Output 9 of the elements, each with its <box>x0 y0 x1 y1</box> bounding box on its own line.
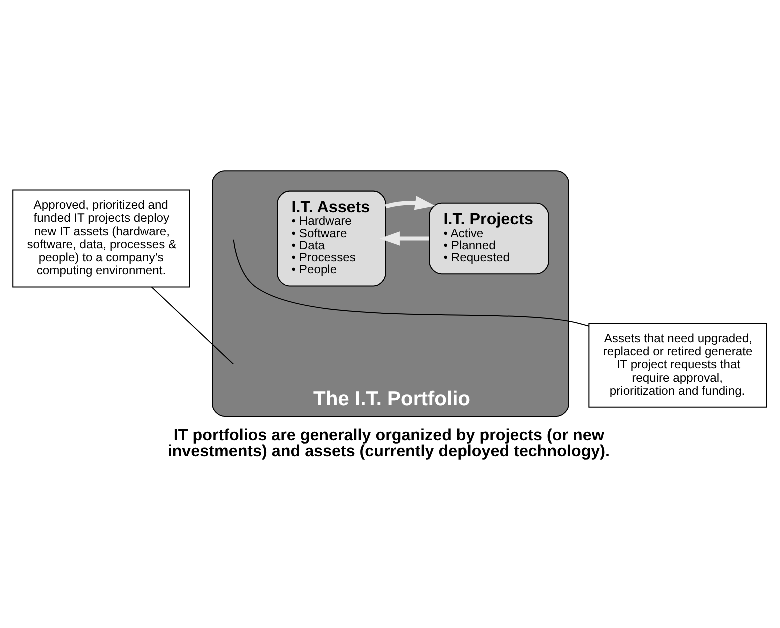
connector <box>152 286 234 365</box>
arrow <box>380 232 430 246</box>
node-box: I.T. Assets • Hardware • Software • Data • Processes • People <box>277 190 386 287</box>
caption: IT portfolios are generally organized by projects (or new investments) and assets (currently deployed technology). <box>168 426 610 461</box>
node-box: Assets that need upgraded, replaced or retired generate IT project requests that require approval, prioritization and funding. <box>588 323 768 408</box>
connector <box>233 240 590 327</box>
node-box: I.T. Projects • Active • Planned • Requested <box>429 202 550 275</box>
arrow <box>385 196 436 210</box>
node-box: Approved, prioritized and funded IT projects deploy new IT assets (hardware, software, data, processes & people) to a company’s computing environment. <box>12 190 190 288</box>
